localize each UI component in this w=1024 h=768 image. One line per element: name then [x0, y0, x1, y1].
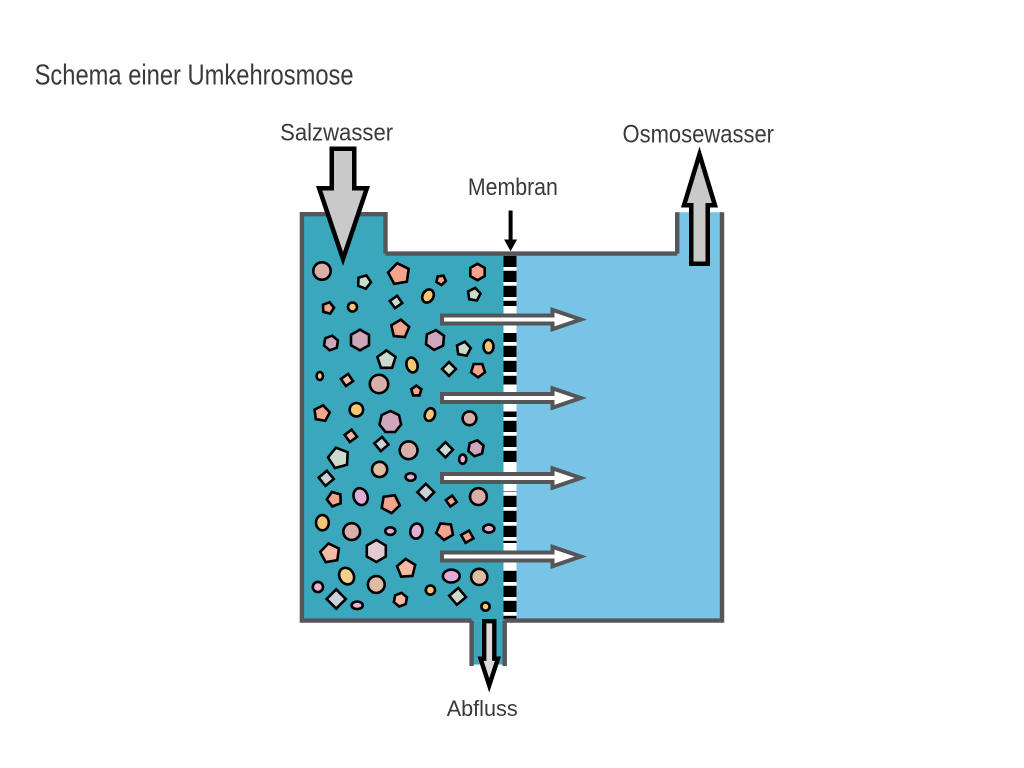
svg-text:Membran: Membran — [468, 174, 558, 201]
svg-text:Abfluss: Abfluss — [447, 696, 518, 721]
svg-text:Schema einer Umkehrosmose: Schema einer Umkehrosmose — [35, 60, 354, 92]
svg-text:Salzwasser: Salzwasser — [280, 119, 393, 146]
svg-text:Osmosewasser: Osmosewasser — [623, 120, 775, 148]
